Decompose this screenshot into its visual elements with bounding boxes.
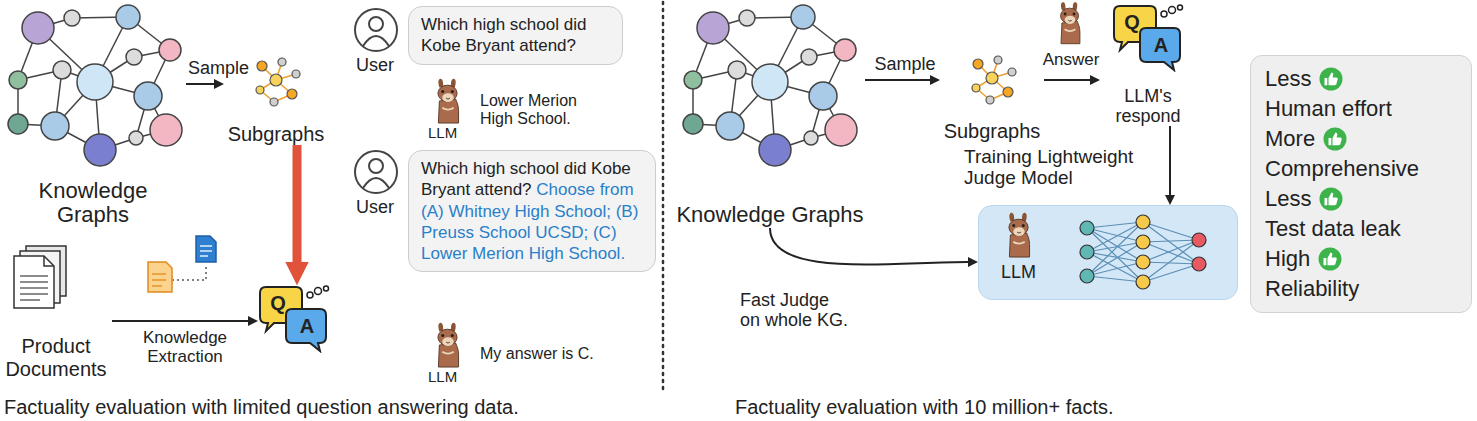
- document-node: Product Documents: [0, 240, 112, 380]
- caption: Factuality evaluation with 10 million+ f…: [735, 396, 1114, 419]
- edge-label: Knowledge Extraction: [128, 328, 242, 366]
- arrow-connector: [186, 83, 214, 85]
- bubble-paragraph: Which high school did Kobe Bryant attend…: [421, 158, 643, 264]
- llama-icon: [999, 212, 1039, 258]
- edge-label: Training Lightweight Judge Model: [962, 146, 1162, 189]
- user-avatar: [355, 151, 397, 193]
- arrow-connector: [1169, 126, 1171, 195]
- arrow-connector: [1044, 79, 1090, 81]
- benefit-text: Test data leak: [1265, 214, 1457, 244]
- qa-letter: Q: [260, 287, 296, 319]
- node-label: LLM's respond: [1100, 86, 1196, 126]
- knowledge-graph-art: [683, 5, 857, 166]
- qa-letter: Q: [1114, 6, 1150, 38]
- thumbs-up-icon: [1323, 127, 1347, 151]
- bubble-paragraph: Lower Merion High School.: [480, 92, 604, 128]
- speaker-label: User: [356, 197, 394, 218]
- edge-label: Fast Judge on whole KG.: [738, 290, 852, 330]
- caption: Factuality evaluation with limited quest…: [4, 396, 519, 419]
- subgraph-art: [972, 56, 1016, 104]
- graph-node: Knowledge Graphs: [675, 0, 865, 228]
- speaker-label: LLM: [428, 124, 457, 141]
- node-label: Knowledge Graphs: [676, 203, 863, 228]
- node-label: Subgraphs: [228, 123, 325, 145]
- subgraph-art: [256, 58, 300, 106]
- edge-label: Answer: [1040, 50, 1102, 69]
- qa-letter: A: [1142, 28, 1180, 62]
- benefit-text: Comprehensive: [1265, 154, 1457, 184]
- document-stack: [14, 246, 66, 308]
- chat-bubble: Which high school did Kobe Bryant attend…: [408, 150, 656, 272]
- benefit-text: Human effort: [1265, 94, 1457, 124]
- benefit-panel: LessHuman effortMoreComprehensiveLessTes…: [1250, 55, 1472, 313]
- qa-node: QA LLM's respond: [1100, 4, 1196, 126]
- llama-icon: [428, 78, 468, 124]
- arrow-connector: [293, 145, 302, 262]
- qa-icon: [1112, 4, 1184, 72]
- benefit-text: Less: [1265, 184, 1311, 214]
- benefit-text: High: [1265, 244, 1310, 274]
- arrow-connector: [865, 79, 930, 81]
- benefit-text: Reliability: [1265, 274, 1457, 304]
- bubble-text: Lower Merion High School.: [480, 92, 604, 128]
- thumbs-up-icon: [1318, 247, 1342, 271]
- qa-letter: A: [288, 309, 326, 343]
- benefit-text: More: [1265, 124, 1315, 154]
- node-label-group: LLM's respond: [1100, 86, 1196, 126]
- chat-bubble: Which high school did Kobe Bryant attend…: [408, 6, 623, 65]
- judge-model-box: LLM: [978, 205, 1238, 300]
- edge-label: Sample: [186, 58, 250, 78]
- panel-divider: [662, 2, 665, 392]
- qa-node: QA: [258, 285, 336, 357]
- speaker-label: User: [356, 55, 394, 76]
- thumbs-up-icon: [1319, 187, 1343, 211]
- benefit-row: High: [1265, 244, 1457, 274]
- arrow-connector: [112, 320, 248, 322]
- subgraph-node: Subgraphs: [940, 50, 1044, 142]
- user-avatar: [355, 9, 397, 51]
- node-label: LLM: [1001, 262, 1036, 283]
- benefit-text: Less: [1265, 64, 1311, 94]
- benefit-row: More: [1265, 124, 1457, 154]
- qa-icon: [258, 285, 330, 353]
- bubble-paragraph: Which high school did Kobe Bryant attend…: [421, 14, 610, 57]
- thumbs-up-icon: [1319, 67, 1343, 91]
- neural-net-icon: [1071, 212, 1221, 292]
- knowledge-graph-art: [8, 5, 182, 166]
- bubble-paragraph: My answer is C.: [480, 345, 594, 363]
- llama-icon: [1061, 2, 1080, 44]
- edge-label: Sample: [872, 54, 938, 74]
- extraction-docs: [148, 236, 216, 292]
- bubble-text: Which high school did Kobe Bryant attend…: [421, 15, 586, 55]
- node-label: Product Documents: [0, 335, 112, 380]
- speaker-label: LLM: [428, 368, 457, 385]
- node-label: Subgraphs: [944, 120, 1041, 142]
- node-label: Knowledge Graphs: [0, 179, 186, 228]
- bubble-text: My answer is C.: [480, 345, 594, 363]
- arrow-connector: [770, 228, 968, 264]
- llama-icon: [428, 322, 468, 368]
- graph-node: Knowledge Graphs: [0, 0, 186, 228]
- benefit-row: Less: [1265, 64, 1457, 94]
- benefit-row: Less: [1265, 184, 1457, 214]
